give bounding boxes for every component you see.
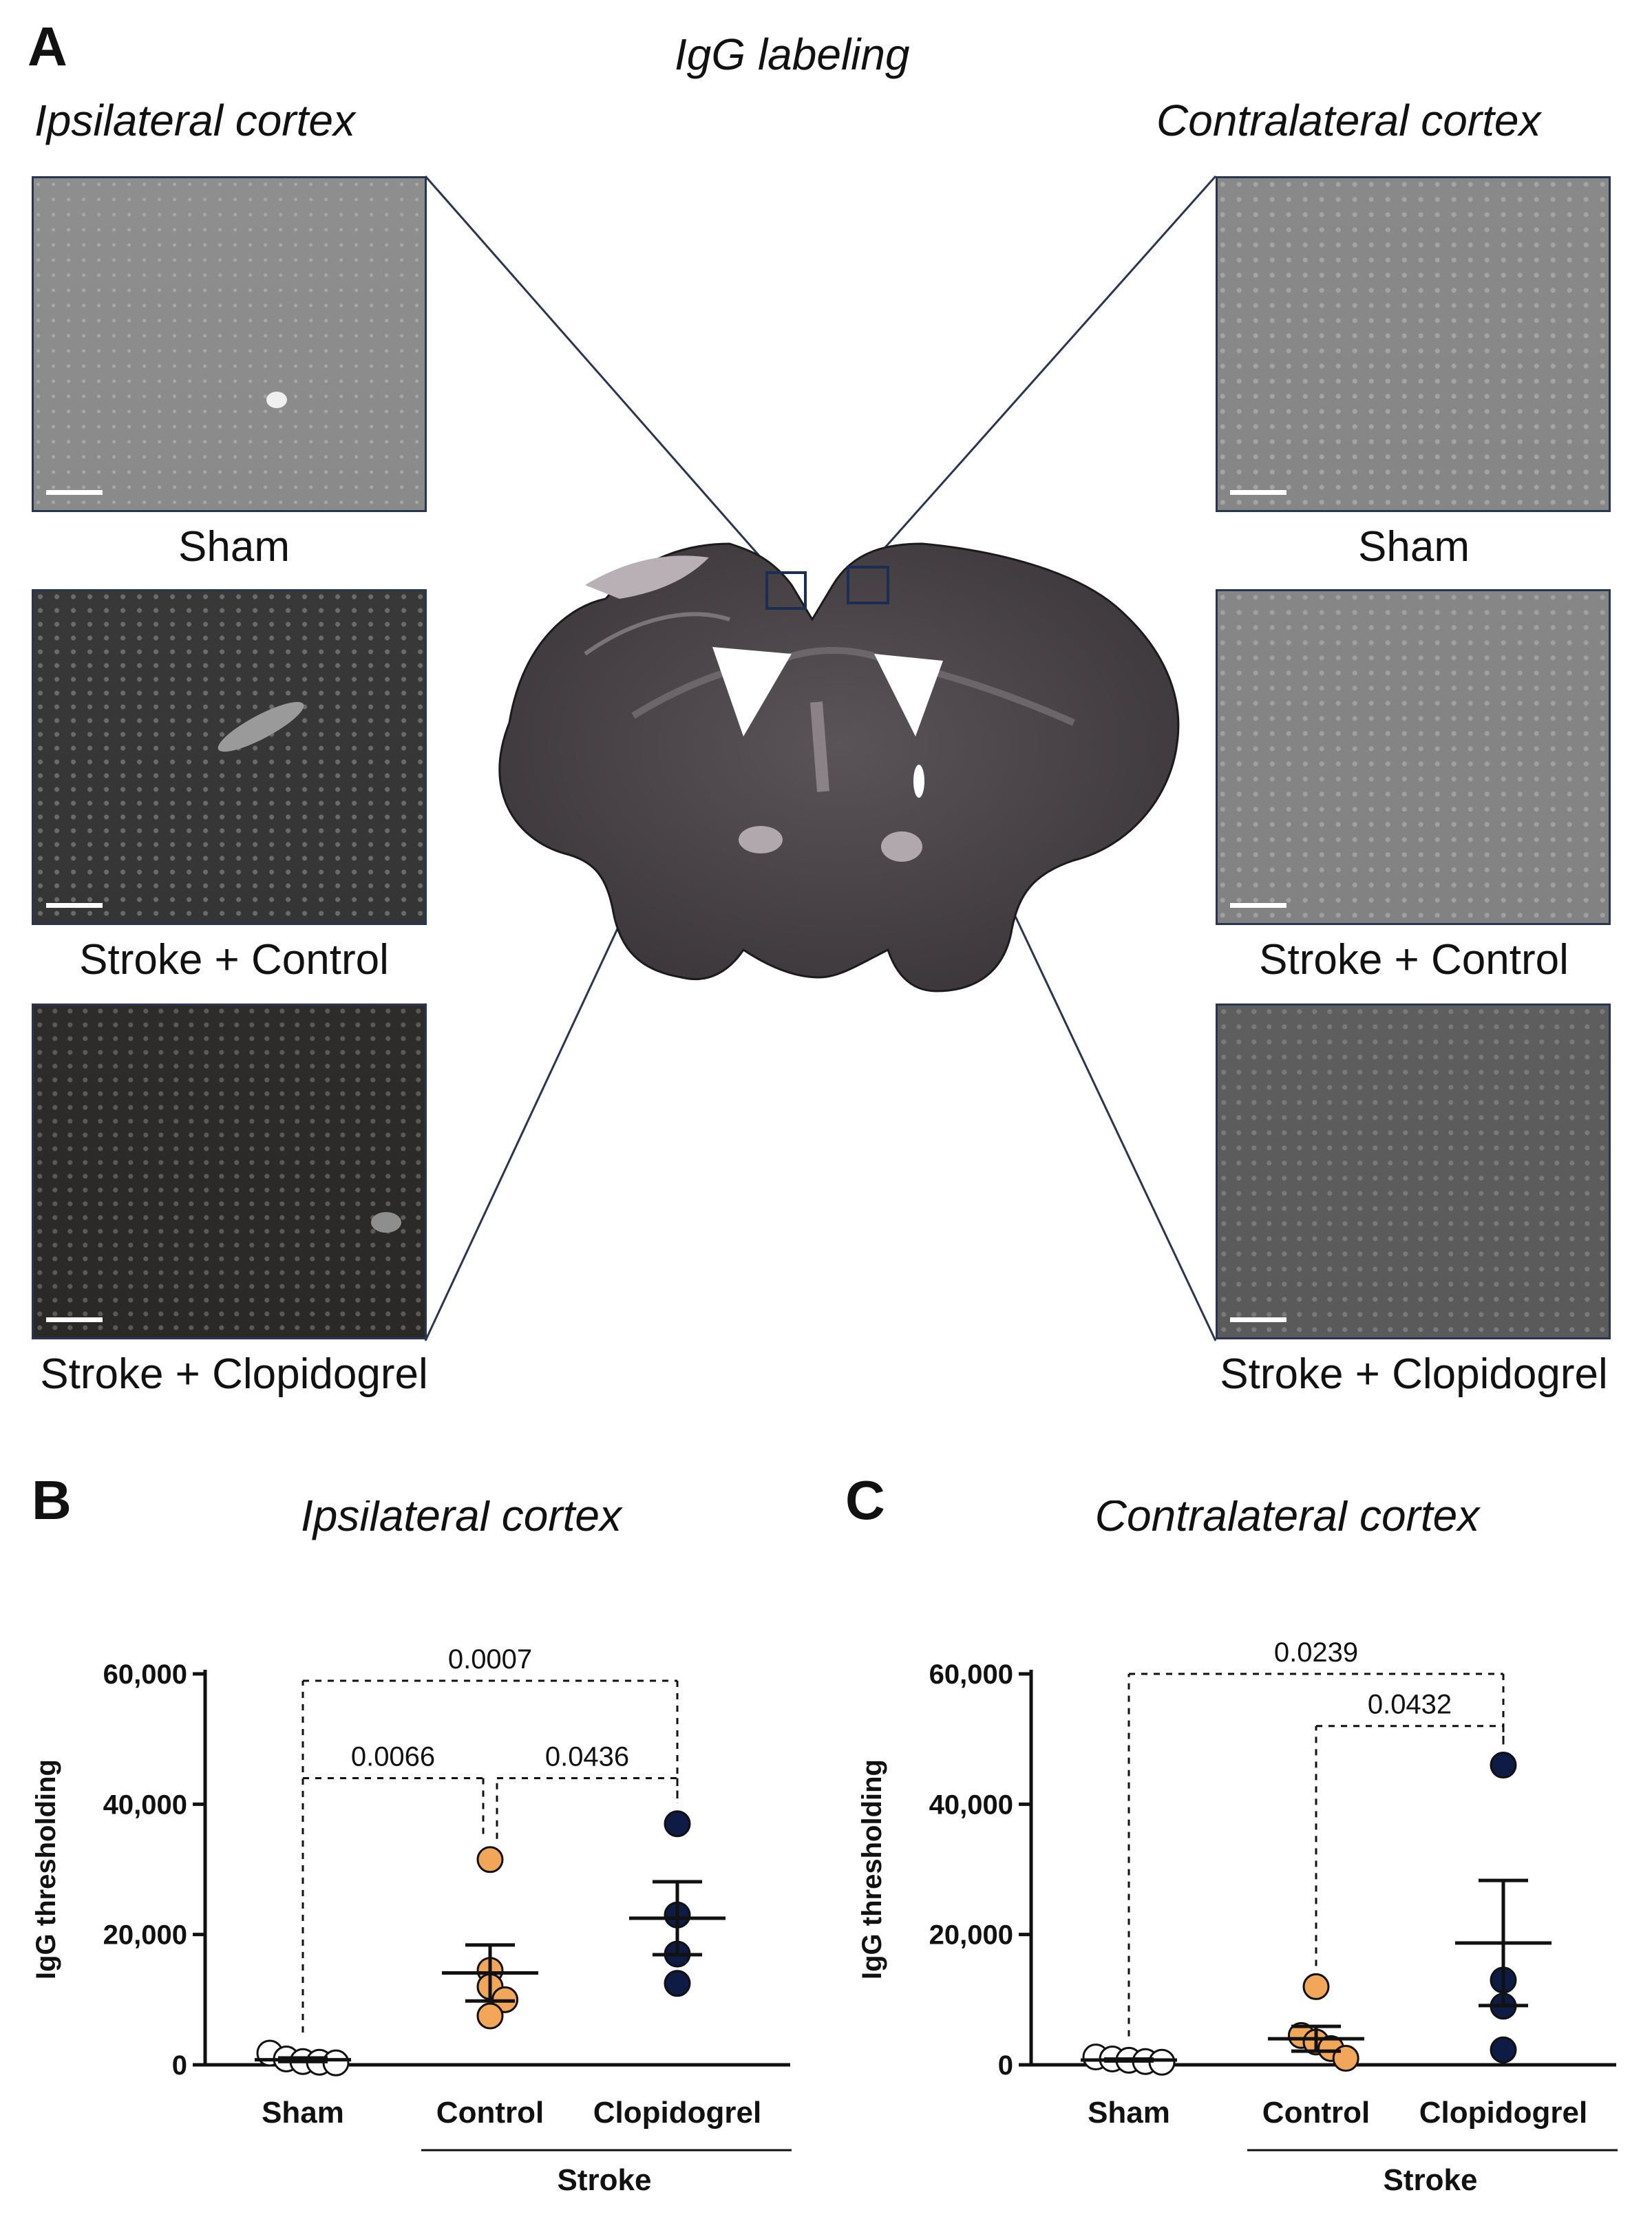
caption-contra-sham: Sham bbox=[1358, 523, 1470, 571]
micrograph-ipsi-stroke-control bbox=[32, 589, 427, 925]
panel-b-letter: B bbox=[32, 1469, 72, 1531]
chart-b-data-point bbox=[476, 1846, 504, 1873]
chart-b-title: Ipsilateral cortex bbox=[301, 1500, 623, 1540]
scale-bar bbox=[46, 903, 103, 908]
zoom-boxes bbox=[765, 566, 889, 610]
chart-c-p-value: 0.0239 bbox=[1274, 1637, 1358, 1668]
micrograph-contra-sham bbox=[1216, 176, 1611, 512]
chart-b-group-label: Stroke bbox=[558, 2163, 652, 2197]
vessel-spot bbox=[266, 392, 287, 408]
ipsilateral-heading: Ipsilateral cortex bbox=[34, 96, 355, 145]
caption-contra-stroke-control: Stroke + Control bbox=[1259, 936, 1569, 984]
chart-b-data-point bbox=[664, 1970, 691, 1997]
chart-c-ytick-label: 60,000 bbox=[929, 1659, 1013, 1690]
brain-section bbox=[498, 542, 1180, 992]
chart-b-ytick-label: 0 bbox=[172, 2050, 187, 2081]
scale-bar bbox=[46, 1317, 103, 1322]
chart-c-ytick-label: 20,000 bbox=[929, 1920, 1013, 1951]
chart-b-data-point bbox=[664, 1810, 691, 1838]
scale-bar bbox=[1230, 903, 1286, 908]
caption-ipsi-stroke-clopidogrel: Stroke + Clopidogrel bbox=[40, 1350, 428, 1398]
chart-c-ytick-label: 0 bbox=[998, 2050, 1013, 2081]
chart-c-ytick-label: 40,000 bbox=[929, 1790, 1013, 1820]
chart-b-ylabel: IgG thresholding bbox=[31, 1759, 61, 1979]
chart-c-group-label: Stroke bbox=[1384, 2163, 1478, 2197]
chart-c-data-point bbox=[1490, 1752, 1517, 1779]
chart-c-data-point bbox=[1302, 1973, 1330, 2000]
chart-b-category-label: Control bbox=[436, 2096, 544, 2130]
chart-b-ytick-label: 40,000 bbox=[103, 1790, 187, 1820]
chart-b-ytick-label: 20,000 bbox=[103, 1920, 187, 1951]
panel-a-letter: A bbox=[28, 16, 67, 77]
chart-b-p-value: 0.0066 bbox=[351, 1741, 435, 1772]
vessel-spot bbox=[371, 1212, 401, 1233]
chart-b-category-label: Clopidogrel bbox=[593, 2096, 761, 2130]
chart-b-p-value: 0.0436 bbox=[545, 1741, 629, 1772]
contralateral-heading: Contralateral cortex bbox=[1156, 96, 1541, 145]
panel-a-title: IgG labeling bbox=[675, 30, 910, 79]
chart-b-p-value: 0.0007 bbox=[448, 1644, 532, 1675]
micrograph-ipsi-stroke-clopidogrel bbox=[32, 1004, 427, 1339]
scale-bar bbox=[1230, 1317, 1286, 1322]
chart-c-category-label: Clopidogrel bbox=[1419, 2096, 1587, 2130]
chart-b-data-point bbox=[476, 2002, 504, 2030]
scale-bar bbox=[1230, 490, 1286, 495]
caption-ipsi-sham: Sham bbox=[178, 523, 290, 571]
micrograph-ipsi-sham bbox=[32, 176, 427, 512]
panel-c-letter: C bbox=[845, 1469, 885, 1531]
chart-b-ytick-label: 60,000 bbox=[103, 1659, 187, 1690]
micrograph-contra-stroke-clopidogrel bbox=[1216, 1004, 1611, 1339]
micrograph-contra-stroke-control bbox=[1216, 589, 1611, 925]
chart-c-ylabel: IgG thresholding bbox=[857, 1759, 887, 1979]
chart-c-p-value: 0.0432 bbox=[1368, 1690, 1452, 1720]
caption-contra-stroke-clopidogrel: Stroke + Clopidogrel bbox=[1220, 1350, 1608, 1398]
chart-c-category-label: Sham bbox=[1088, 2096, 1170, 2130]
chart-c-category-label: Control bbox=[1262, 2096, 1370, 2130]
chart-b-category-label: Sham bbox=[262, 2096, 344, 2130]
caption-ipsi-stroke-control: Stroke + Control bbox=[79, 936, 389, 984]
chart-c-data-point bbox=[1490, 2036, 1517, 2063]
vessel-spot bbox=[213, 694, 309, 760]
chart-c-title: Contralateral cortex bbox=[1095, 1500, 1481, 1540]
scale-bar bbox=[46, 490, 103, 495]
